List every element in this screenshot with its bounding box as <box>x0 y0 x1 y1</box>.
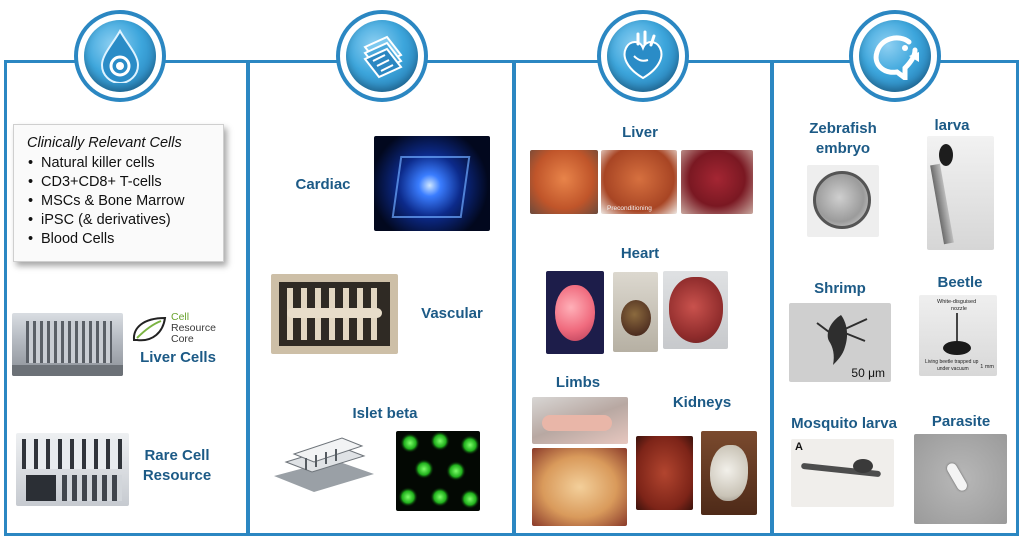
mosquito-larva-photo: A <box>791 439 894 507</box>
logo-word-core: Core <box>171 333 194 345</box>
beetle-scale-text: 1 mm <box>980 364 994 370</box>
kidney-photo-2 <box>701 431 757 515</box>
heart-photo-3 <box>663 271 728 349</box>
zebrafish-embryo-photo <box>807 165 879 237</box>
heart-organ-icon <box>623 30 663 80</box>
box-title: Clinically Relevant Cells <box>27 135 182 151</box>
logo-word-resource: Resource <box>171 322 216 334</box>
limbs-label: Limbs <box>555 374 601 391</box>
liver-photo-caption: Preconditioning <box>607 205 652 212</box>
clinically-relevant-cells-box: Clinically Relevant Cells Natural killer… <box>13 124 224 262</box>
list-item: CD3+CD8+ T-cells <box>28 173 213 192</box>
beetle-note-4: under vacuum <box>937 366 969 372</box>
heart-label: Heart <box>620 245 660 262</box>
cryostorage-photo <box>12 313 123 376</box>
mosquito-panel-letter: A <box>795 441 803 453</box>
leaf-logo-icon <box>132 316 167 342</box>
shrimp-photo: 50 μm <box>789 303 891 382</box>
parasite-photo <box>914 434 1007 524</box>
cardiac-label: Cardiac <box>295 176 351 193</box>
parasite-label: Parasite <box>931 413 991 430</box>
fish-icon <box>873 35 919 80</box>
limb-photo-2 <box>532 448 627 526</box>
vascular-label: Vascular <box>421 305 483 322</box>
cardiac-chip-photo <box>374 136 490 231</box>
badge-cells <box>74 10 166 102</box>
liver-photo-3 <box>681 150 753 214</box>
rare-cell-device-photo <box>16 433 129 506</box>
islet-fluorescence-photo <box>396 431 480 511</box>
zebrafish-line2: embryo <box>815 140 871 157</box>
droplet-icon <box>100 29 140 83</box>
beetle-label: Beetle <box>937 274 983 291</box>
beetle-note-3: Living beetle trapped up <box>925 359 979 365</box>
islet-chip-diagram <box>274 437 374 492</box>
zebrafish-line1: Zebrafish <box>809 120 877 137</box>
badge-organ-chips <box>336 10 428 102</box>
liver-photo-1 <box>530 150 598 214</box>
kidneys-label: Kidneys <box>672 394 732 411</box>
rare-cell-resource-label: Rare Cell Resource <box>132 446 222 486</box>
list-item: MSCs & Bone Marrow <box>28 192 213 211</box>
heart-photo-2 <box>613 272 658 352</box>
heart-photo-1 <box>546 271 604 354</box>
beetle-note-1: White-disguised <box>937 299 977 305</box>
beetle-body <box>943 341 971 355</box>
list-item: Natural killer cells <box>28 154 213 173</box>
shrimp-scale-text: 50 μm <box>851 366 885 380</box>
microfluidic-chip-icon <box>363 35 403 79</box>
rare-cell-line2: Resource <box>142 467 212 484</box>
vascular-chip-photo <box>271 274 398 354</box>
liver-cells-label: Liver Cells <box>140 349 216 366</box>
badge-organisms <box>849 10 941 102</box>
badge-organs <box>597 10 689 102</box>
cell-list: Natural killer cells CD3+CD8+ T-cells MS… <box>27 154 213 249</box>
list-item: iPSC (& derivatives) <box>28 211 213 230</box>
islet-beta-label: Islet beta <box>352 405 418 422</box>
limb-photo-1 <box>532 397 628 444</box>
larva-photo <box>927 136 994 250</box>
list-item: Blood Cells <box>28 230 213 249</box>
liver-label: Liver <box>622 124 658 141</box>
shrimp-label: Shrimp <box>814 280 866 297</box>
cell-resource-core-logo: Cell Resource Core <box>131 312 241 346</box>
liver-photo-2: Preconditioning <box>601 150 677 214</box>
larva-label: larva <box>934 117 970 134</box>
logo-word-cell: Cell <box>171 311 190 323</box>
beetle-note-2: nozzle <box>951 306 967 312</box>
beetle-photo: White-disguised nozzle Living beetle tra… <box>919 295 997 376</box>
kidney-photo-1 <box>636 436 693 510</box>
shrimp-silhouette <box>816 315 868 365</box>
zebrafish-embryo-label: Zebrafish embryo <box>798 119 888 159</box>
mosquito-larva-label: Mosquito larva <box>791 415 897 432</box>
rare-cell-line1: Rare Cell <box>144 447 210 464</box>
